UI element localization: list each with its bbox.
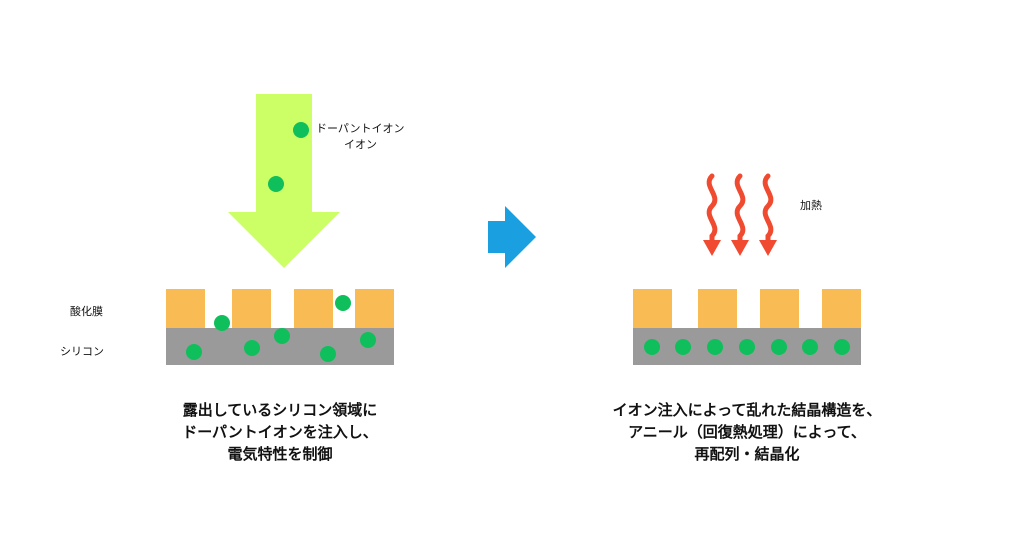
heat-wave-icon: [703, 173, 777, 256]
oxide-block: [166, 289, 205, 328]
heat-wave-head: [703, 240, 721, 256]
implanted-ion: [320, 346, 336, 362]
oxide-block: [698, 289, 737, 328]
heat-wave: [734, 173, 746, 245]
dopant-ion: [293, 122, 309, 138]
caption-line: 電気特性を制御: [227, 445, 333, 463]
oxide-label: 酸化膜: [70, 305, 103, 318]
annealed-ion: [739, 339, 755, 355]
heat-wave-head: [731, 240, 749, 256]
heat-wave: [762, 173, 774, 245]
heat-label: 加熱: [800, 199, 822, 212]
annealed-ion: [707, 339, 723, 355]
dopant-label-sub: イオン: [344, 138, 377, 151]
left-panel: [166, 94, 394, 365]
annealed-ion: [771, 339, 787, 355]
heat-wave: [706, 173, 718, 245]
caption-line: アニール（回復熱処理）によって、: [628, 423, 866, 441]
oxide-block: [760, 289, 799, 328]
implant-arrow: [228, 94, 340, 268]
right-arrow-icon: [488, 206, 536, 268]
implanted-ion: [274, 328, 290, 344]
caption-line: 露出しているシリコン領域に: [182, 401, 378, 419]
caption-line: 再配列・結晶化: [694, 445, 800, 463]
dopant-ion: [268, 176, 284, 192]
oxide-block: [822, 289, 861, 328]
oxide-block: [232, 289, 271, 328]
silicon-label: シリコン: [60, 345, 104, 358]
oxide-block: [355, 289, 394, 328]
implanted-ion: [214, 315, 230, 331]
dopant-label: ドーパントイオン: [316, 122, 405, 135]
annealed-ion: [834, 339, 850, 355]
caption-line: イオン注入によって乱れた結晶構造を、: [612, 401, 882, 419]
annealed-ion: [675, 339, 691, 355]
implanted-ion: [244, 340, 260, 356]
right-caption: イオン注入によって乱れた結晶構造を、 アニール（回復熱処理）によって、 再配列・…: [597, 399, 897, 465]
annealed-ion: [644, 339, 660, 355]
caption-line: ドーパントイオンを注入し、: [182, 423, 378, 441]
left-caption: 露出しているシリコン領域に ドーパントイオンを注入し、 電気特性を制御: [180, 399, 380, 465]
heat-wave-head: [759, 240, 777, 256]
annealed-ion: [802, 339, 818, 355]
right-panel: [633, 173, 861, 365]
implanted-ion: [186, 344, 202, 360]
oxide-block: [294, 289, 333, 328]
oxide-block: [633, 289, 672, 328]
implanted-ion: [360, 332, 376, 348]
implanted-ion: [335, 295, 351, 311]
